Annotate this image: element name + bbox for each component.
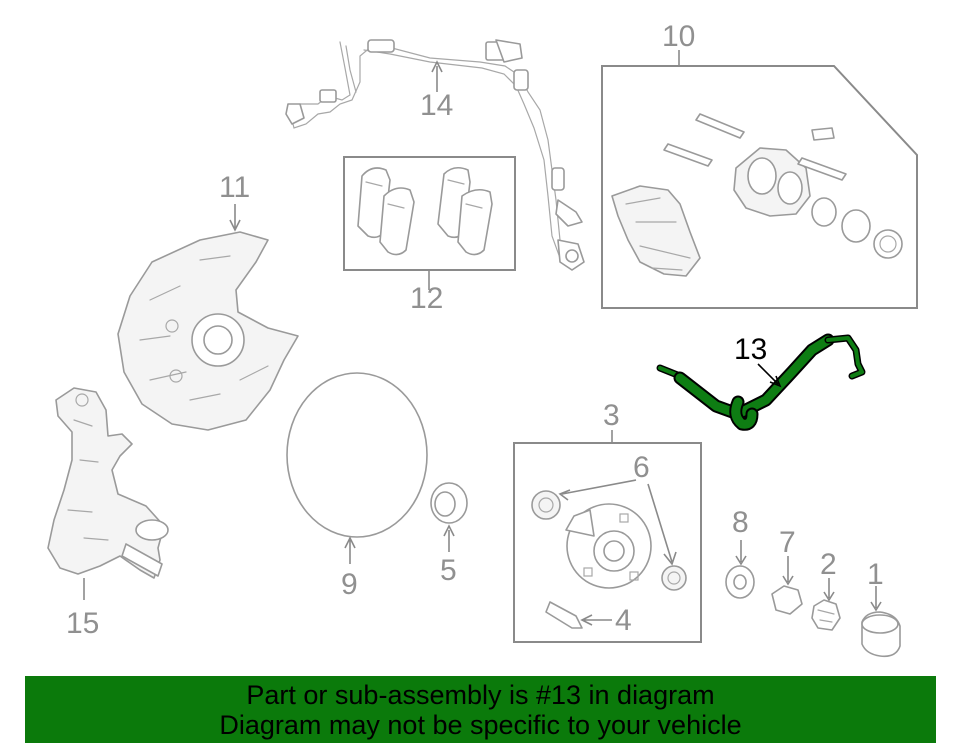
callout-3[interactable]: 3 — [603, 399, 620, 432]
lock-nut-part-2[interactable] — [811, 599, 841, 631]
callout-5[interactable]: 5 — [440, 554, 457, 587]
callout-14[interactable]: 14 — [420, 89, 453, 122]
hub-assembly-part-3[interactable] — [513, 442, 702, 643]
callout-10[interactable]: 10 — [662, 20, 695, 53]
banner-line-2: Diagram may not be specific to your vehi… — [219, 710, 742, 740]
hub-cap-part-1[interactable] — [861, 611, 901, 658]
callout-7[interactable]: 7 — [779, 526, 796, 559]
callout-2[interactable]: 2 — [820, 548, 837, 581]
callout-15[interactable]: 15 — [66, 607, 99, 640]
dust-shield-part-11[interactable] — [117, 231, 299, 431]
callout-9[interactable]: 9 — [341, 568, 358, 601]
banner-line-1: Part or sub-assembly is #13 in diagram — [246, 680, 715, 710]
o-ring-part-9[interactable] — [286, 372, 428, 538]
abs-sensor-wire-part-14[interactable] — [285, 39, 585, 271]
seal-part-5[interactable] — [430, 482, 468, 524]
callout-13[interactable]: 13 — [734, 333, 767, 366]
callout-1[interactable]: 1 — [867, 558, 884, 591]
brake-hose-part-13-highlighted[interactable] — [656, 333, 866, 431]
washer-part-8[interactable] — [725, 565, 755, 599]
brake-pads-part-12[interactable] — [343, 156, 516, 271]
callout-11[interactable]: 11 — [219, 171, 250, 204]
info-banner: Part or sub-assembly is #13 in diagram D… — [25, 676, 936, 743]
steering-knuckle-part-15[interactable] — [47, 387, 169, 579]
callout-12[interactable]: 12 — [410, 282, 443, 315]
caliper-assembly-part-10[interactable] — [601, 65, 918, 309]
callout-4[interactable]: 4 — [615, 604, 632, 637]
nut-part-7[interactable] — [771, 585, 803, 615]
callout-8[interactable]: 8 — [732, 506, 749, 539]
callout-6[interactable]: 6 — [633, 451, 650, 484]
